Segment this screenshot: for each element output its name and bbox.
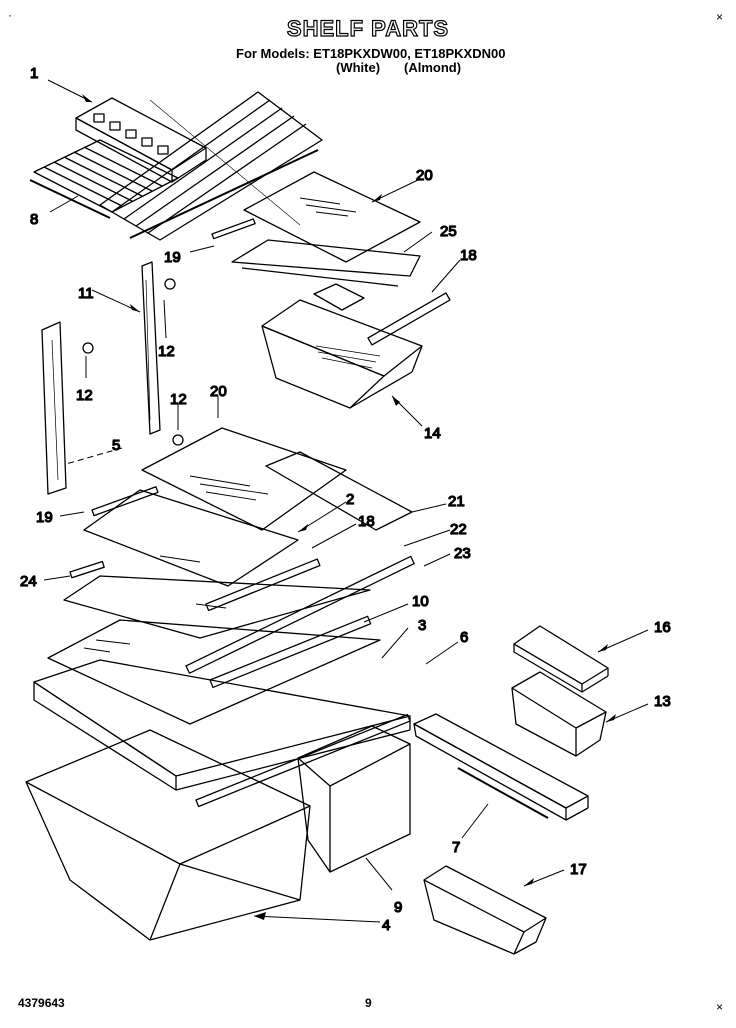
callout-10: 10	[412, 593, 429, 610]
shelf-trim-18-middle	[205, 558, 321, 612]
callout-labels: 1 8 20 19 25 18 11 12 12 12 14 20 5 19 2…	[19, 64, 671, 934]
shelf-frame-22	[63, 575, 371, 639]
callout-14: 14	[424, 425, 441, 442]
shelf-support-11	[141, 261, 161, 435]
callout-16: 16	[654, 619, 671, 636]
corner-mark-top-right: ×	[716, 10, 724, 24]
callout-6: 6	[460, 629, 468, 646]
glass-shelf-middle-20	[141, 427, 347, 531]
wire-shelf-right	[99, 91, 323, 241]
callout-24: 24	[20, 573, 37, 590]
page-title: SHELF PARTS	[286, 15, 450, 41]
door-bin-17	[423, 865, 547, 955]
wire-shelf-left	[29, 139, 179, 219]
shelf-trim-19-middle	[91, 486, 159, 517]
callout-21: 21	[448, 493, 465, 510]
corner-mark-bottom-right: ×	[716, 1000, 724, 1014]
dairy-door-16	[513, 625, 609, 693]
shelf-trim-18-upper	[367, 292, 451, 346]
glass-shelf-upper	[243, 171, 421, 263]
screw-12-c	[172, 434, 184, 446]
callout-9: 9	[394, 899, 402, 916]
shelf-frame-25	[231, 239, 421, 277]
callout-13: 13	[654, 693, 671, 710]
callout-22: 22	[450, 521, 467, 538]
callout-17: 17	[570, 861, 587, 878]
callout-2: 2	[346, 491, 354, 508]
glass-shelf-21	[265, 451, 413, 531]
shelf-support-5	[41, 321, 67, 495]
callout-18-middle: 18	[358, 513, 375, 530]
crisper-pan-14	[261, 283, 423, 409]
leader-arrowheads	[82, 94, 616, 920]
callout-4-bottom: 4	[382, 917, 390, 934]
door-shelf-rail-7	[413, 713, 589, 821]
crisper-drawer-9	[297, 725, 411, 873]
footer-part-number: 4379643	[18, 996, 65, 1010]
callout-12-a: 12	[158, 343, 175, 360]
callout-12-c: 12	[170, 391, 187, 408]
callout-25: 25	[440, 223, 457, 240]
crisper-drawer-4	[25, 729, 311, 941]
callout-1: 1	[30, 65, 38, 82]
callout-18-top: 18	[460, 247, 477, 264]
shelf-frame-19-middle	[83, 489, 299, 587]
corner-mark-top-left: ·	[8, 8, 12, 22]
callout-12-b: 12	[76, 387, 93, 404]
callout-19-top: 19	[164, 249, 181, 266]
models-line: For Models: ET18PKXDW00, ET18PKXDN00	[236, 46, 506, 61]
dairy-bin-13	[511, 671, 607, 757]
callout-5: 5	[112, 437, 120, 454]
callout-23: 23	[454, 545, 471, 562]
shelf-trim-19-upper	[211, 218, 256, 240]
callout-19-middle: 19	[36, 509, 53, 526]
glass-shelf-10	[47, 619, 381, 725]
shelf-trim-24	[69, 560, 105, 579]
screw-12-b	[82, 342, 94, 354]
color-white-label: (White)	[336, 60, 381, 75]
shelf-trim-23	[185, 555, 415, 674]
callout-20-top: 20	[416, 167, 433, 184]
color-almond-label: (Almond)	[404, 60, 462, 75]
screw-12-a	[164, 278, 176, 290]
callout-11: 11	[78, 285, 94, 302]
callout-20-middle: 20	[210, 383, 227, 400]
callout-8: 8	[30, 211, 38, 228]
callout-7: 7	[452, 839, 460, 856]
callout-3: 3	[418, 617, 426, 634]
egg-tray	[75, 97, 207, 183]
footer-page-number: 9	[365, 996, 372, 1010]
